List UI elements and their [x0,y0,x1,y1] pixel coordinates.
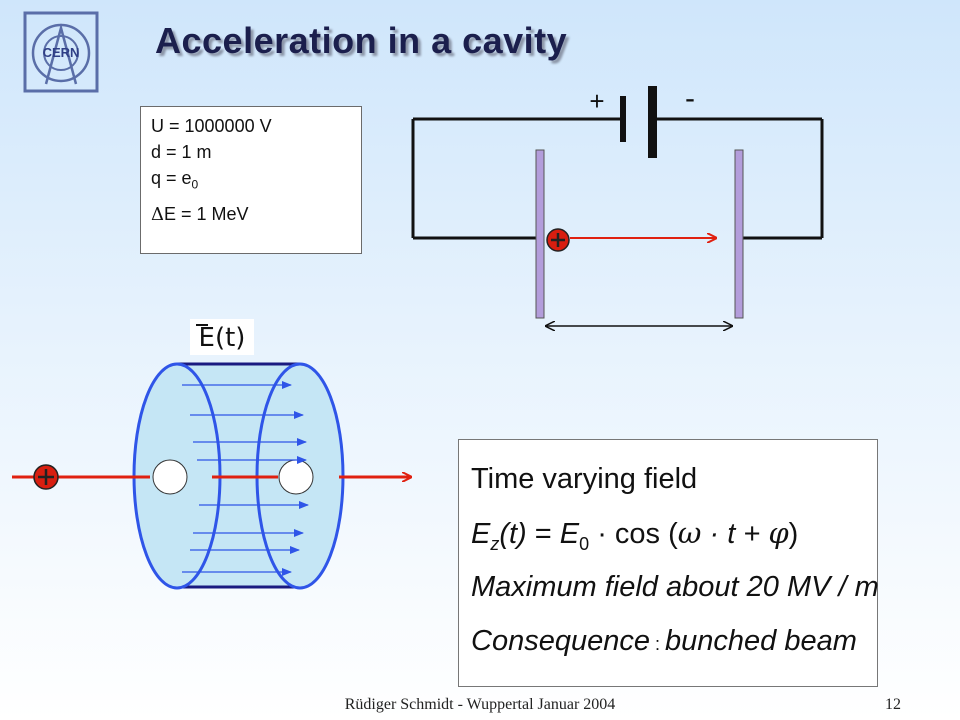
eq-ez-sub: z [490,533,500,554]
parameter-box: U = 1000000 V d = 1 m q = e0 ΔE = 1 MeV [140,106,362,254]
eq-equals: = [526,518,560,550]
proton-icon [33,464,59,490]
eq-phi: φ [768,516,789,550]
field-arrows [182,381,309,576]
battery-icon [620,86,657,158]
consequence-colon: : [649,634,665,654]
plus-label: + [589,86,604,116]
consequence-value: bunched beam [665,625,857,657]
eq-close: ) [788,518,799,550]
eq-t: (t) [499,518,527,550]
consequence-label: Consequence [471,625,650,657]
energy-text: E = 1 MeV [164,204,249,224]
eq-e0-sub: 0 [579,533,590,554]
footer-text: Rüdiger Schmidt - Wuppertal Januar 2004 [344,696,616,713]
voltage-value: U = 1000000 V [151,116,272,136]
charge-value: q = e0 [151,165,361,192]
field-equation: Ez(t) = E0 · cos (ω · t + φ) [471,506,877,560]
right-plate [734,149,744,319]
plus-circle-icon [546,228,570,252]
page-number: 12 [885,696,901,713]
eq-e0: E [559,518,580,550]
charge-subscript: 0 [191,177,199,192]
formula-box: Time varying field Ez(t) = E0 · cos (ω ·… [458,439,879,687]
max-field-text: Maximum field about 20 MV / m [471,571,879,603]
slide-title: Acceleration in a cavity [155,20,568,61]
heading-rest: varying field [534,463,698,495]
delta-symbol: Δ [151,204,164,225]
distance-value: d = 1 m [151,142,212,162]
eq-cos: · cos ( [589,518,678,550]
cern-logo: CERN [23,11,99,93]
field-label-text: E(t) [198,323,246,353]
energy-value: ΔE = 1 MeV [151,201,361,227]
eq-ez: E [471,518,491,550]
consequence-text: Consequence : bunched beam [471,614,877,668]
left-plate [535,149,545,319]
logo-text: CERN [43,45,80,60]
minus-label: - [685,82,695,115]
formula-heading: Time varying field [471,452,877,506]
circuit-wires [411,117,824,240]
eq-mid: · t + [701,518,769,550]
vector-bar [196,324,208,326]
eq-omega: ω [677,516,702,550]
charge-text: q = e [151,168,192,188]
heading-time: Time [471,463,535,495]
